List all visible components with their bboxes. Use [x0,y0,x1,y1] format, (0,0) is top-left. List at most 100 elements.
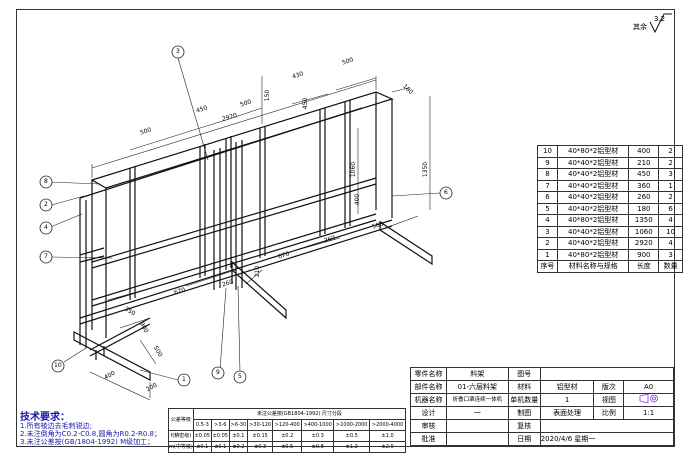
other-roughness-label: 其余 [633,23,647,31]
tolerance-table: 公差等级 未注公差按(GB1804-1992) 尺寸分段 0.5-3>3-6>6… [168,408,407,453]
title-block: 零件名称 料架 图号 部件名称 01-六层料架 材料 铝型材 版次 A0 机器名… [410,367,675,446]
dim-210: 210 [254,265,262,278]
balloon-leaders [47,57,441,381]
bom-header-no: 序号 [537,260,558,273]
tolerance-value: ±0.5 [333,430,371,442]
component-label: 部件名称 [410,380,447,394]
rack-structure [73,91,433,381]
bom-name: 40*40*2铝型材 [556,225,630,238]
balloon-7: 7 [44,253,48,260]
part-name-label: 零件名称 [410,367,447,381]
version-label: 版次 [593,380,625,394]
projection-icon [639,393,658,404]
tolerance-value: ±0.3 [247,441,274,453]
tolerance-value: ±0.05 [192,430,212,442]
dim-1060: 1060 [350,161,358,178]
dim-400-right: 400 [354,193,362,206]
tolerance-side-label: 公差等级 [168,408,194,431]
bom-length: 450 [628,168,660,181]
scale-label: 比例 [593,406,625,420]
balloon-8: 8 [44,178,48,185]
bom-no: 7 [537,179,558,192]
bom-length: 260 [628,191,660,204]
bom-name: 40*40*2铝型材 [556,156,630,169]
tech-line-2: 2.未注倒角为C0.2-C0.8,圆角为R0.2-R0.8； [20,430,161,438]
tolerance-grade-label: m(中等级) [168,441,194,453]
approve-label: 批准 [410,432,447,446]
date-label: 日期 [507,432,541,446]
bom-no: 8 [537,168,558,181]
review-label: 审核 [410,419,447,433]
balloon-9: 9 [216,369,220,376]
bom-header-length: 长度 [628,260,660,273]
tolerance-grade-label: f(精密级) [168,430,194,442]
material: 铝型材 [539,380,595,394]
balloon-6: 6 [444,189,448,196]
balloon-10-circle [51,359,65,373]
design: 一 [445,406,509,420]
part-name: 料架 [445,367,509,381]
bom-length: 180 [628,202,660,215]
bom-qty: 4 [658,214,683,227]
balloon-1-circle [177,373,191,387]
unit-qty: 1 [539,393,595,407]
tolerance-value: ±0.1 [210,441,230,453]
tolerance-range: >1000-2000 [333,419,371,431]
bom-length: 400 [628,145,660,158]
tolerance-range: >2000-4000 [369,419,406,431]
date: 2020/4/6 星期一 [539,432,675,446]
bom-name: 40*40*2铝型材 [556,179,630,192]
bom-name: 40*80*2铝型材 [556,248,630,261]
tolerance-value: ±0.8 [301,441,335,453]
bom-no: 6 [537,191,558,204]
dim-450-top: 450 [302,97,310,110]
tolerance-range: >400-1000 [301,419,335,431]
balloon-2-circle [39,198,53,212]
check-label: 复核 [507,419,541,433]
balloon-5: 5 [238,373,242,380]
tolerance-range: >30-120 [247,419,274,431]
check [539,419,675,433]
bom-qty: 3 [658,248,683,261]
bom-no: 5 [537,202,558,215]
tolerance-value: ±1.2 [333,441,371,453]
scale: 1:1 [623,406,674,420]
dim-1350: 1350 [422,161,430,178]
tolerance-value: ±0.3 [301,430,335,442]
balloon-7-circle [39,250,53,264]
balloon-4-circle [39,221,53,235]
draw-label: 制图 [507,406,541,420]
dim-150: 150 [264,89,272,102]
balloon-5-circle [233,370,247,384]
projection-symbol [623,393,674,407]
bom-no: 10 [537,145,558,158]
bom-length: 210 [628,156,660,169]
component: 01-六层料架 [445,380,509,394]
tech-line-3: 3.未注公差按(GB/1804-1992) M级加工； [20,438,155,446]
tolerance-row-f: f(精密级)±0.05±0.05±0.1±0.15±0.2±0.3±0.5±1.… [168,430,406,442]
material-label: 材料 [507,380,541,394]
tolerance-ranges-row: 0.5-3>3-6>6-30>30-120>120-400>400-1000>1… [169,419,406,431]
balloon-9-circle [211,366,225,380]
tolerance-value: ±0.1 [192,441,212,453]
tolerance-range: >6-30 [228,419,249,431]
tolerance-range: >3-6 [210,419,230,431]
balloon-3: 3 [176,48,180,55]
tolerance-range: 0.5-3 [192,419,212,431]
tolerance-value: ±1.0 [369,430,406,442]
bom-qty: 6 [658,202,683,215]
balloon-1: 1 [182,376,186,383]
bom-name: 40*40*2铝型材 [556,237,630,250]
tolerance-range: >120-400 [272,419,303,431]
bom-qty: 2 [658,191,683,204]
balloon-6-circle [439,186,453,200]
dimension-lines [89,76,431,401]
roughness-value: 3.2 [654,15,666,23]
